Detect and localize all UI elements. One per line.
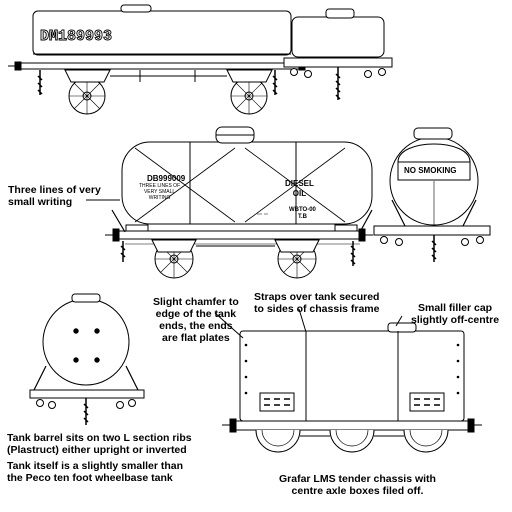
- wagon-number-dm: DM189993: [40, 28, 112, 45]
- annotation-chassis: Grafar LMS tender chassis with centre ax…: [279, 473, 436, 497]
- tiny-writing: THREE LINES OF VERY SMALL WRITING: [139, 183, 181, 201]
- drawing-low-tank-end: [283, 8, 393, 100]
- leader-lines: [86, 199, 403, 339]
- annotation-tank-size: Tank itself is a slightly smaller than t…: [7, 460, 184, 484]
- annotation-three-lines: Three lines of very small writing: [8, 184, 101, 208]
- drawing-model-end-view: [29, 293, 145, 425]
- annotation-chamfer: Slight chamfer to edge of the tank ends,…: [153, 296, 239, 344]
- drawing-round-tank-end: [373, 127, 491, 262]
- tank-number-db: DB999009: [147, 174, 186, 183]
- annotation-filler-cap: Small filler cap slightly off-centre: [411, 302, 500, 326]
- drawing-model-side-view: [222, 322, 482, 453]
- annotation-barrel-ribs: Tank barrel sits on two L section ribs (…: [7, 432, 192, 456]
- drawing-diesel-tank-side: [105, 126, 373, 279]
- annotation-straps: Straps over tank secured to sides of cha…: [254, 291, 380, 315]
- no-smoking-label: NO SMOKING: [404, 166, 457, 175]
- tank-code-label: WBTO-00 T.B: [289, 207, 316, 220]
- drawing-low-tank-side: DM189993: [8, 4, 312, 115]
- diesel-oil-label: DIESEL OIL: [285, 179, 314, 198]
